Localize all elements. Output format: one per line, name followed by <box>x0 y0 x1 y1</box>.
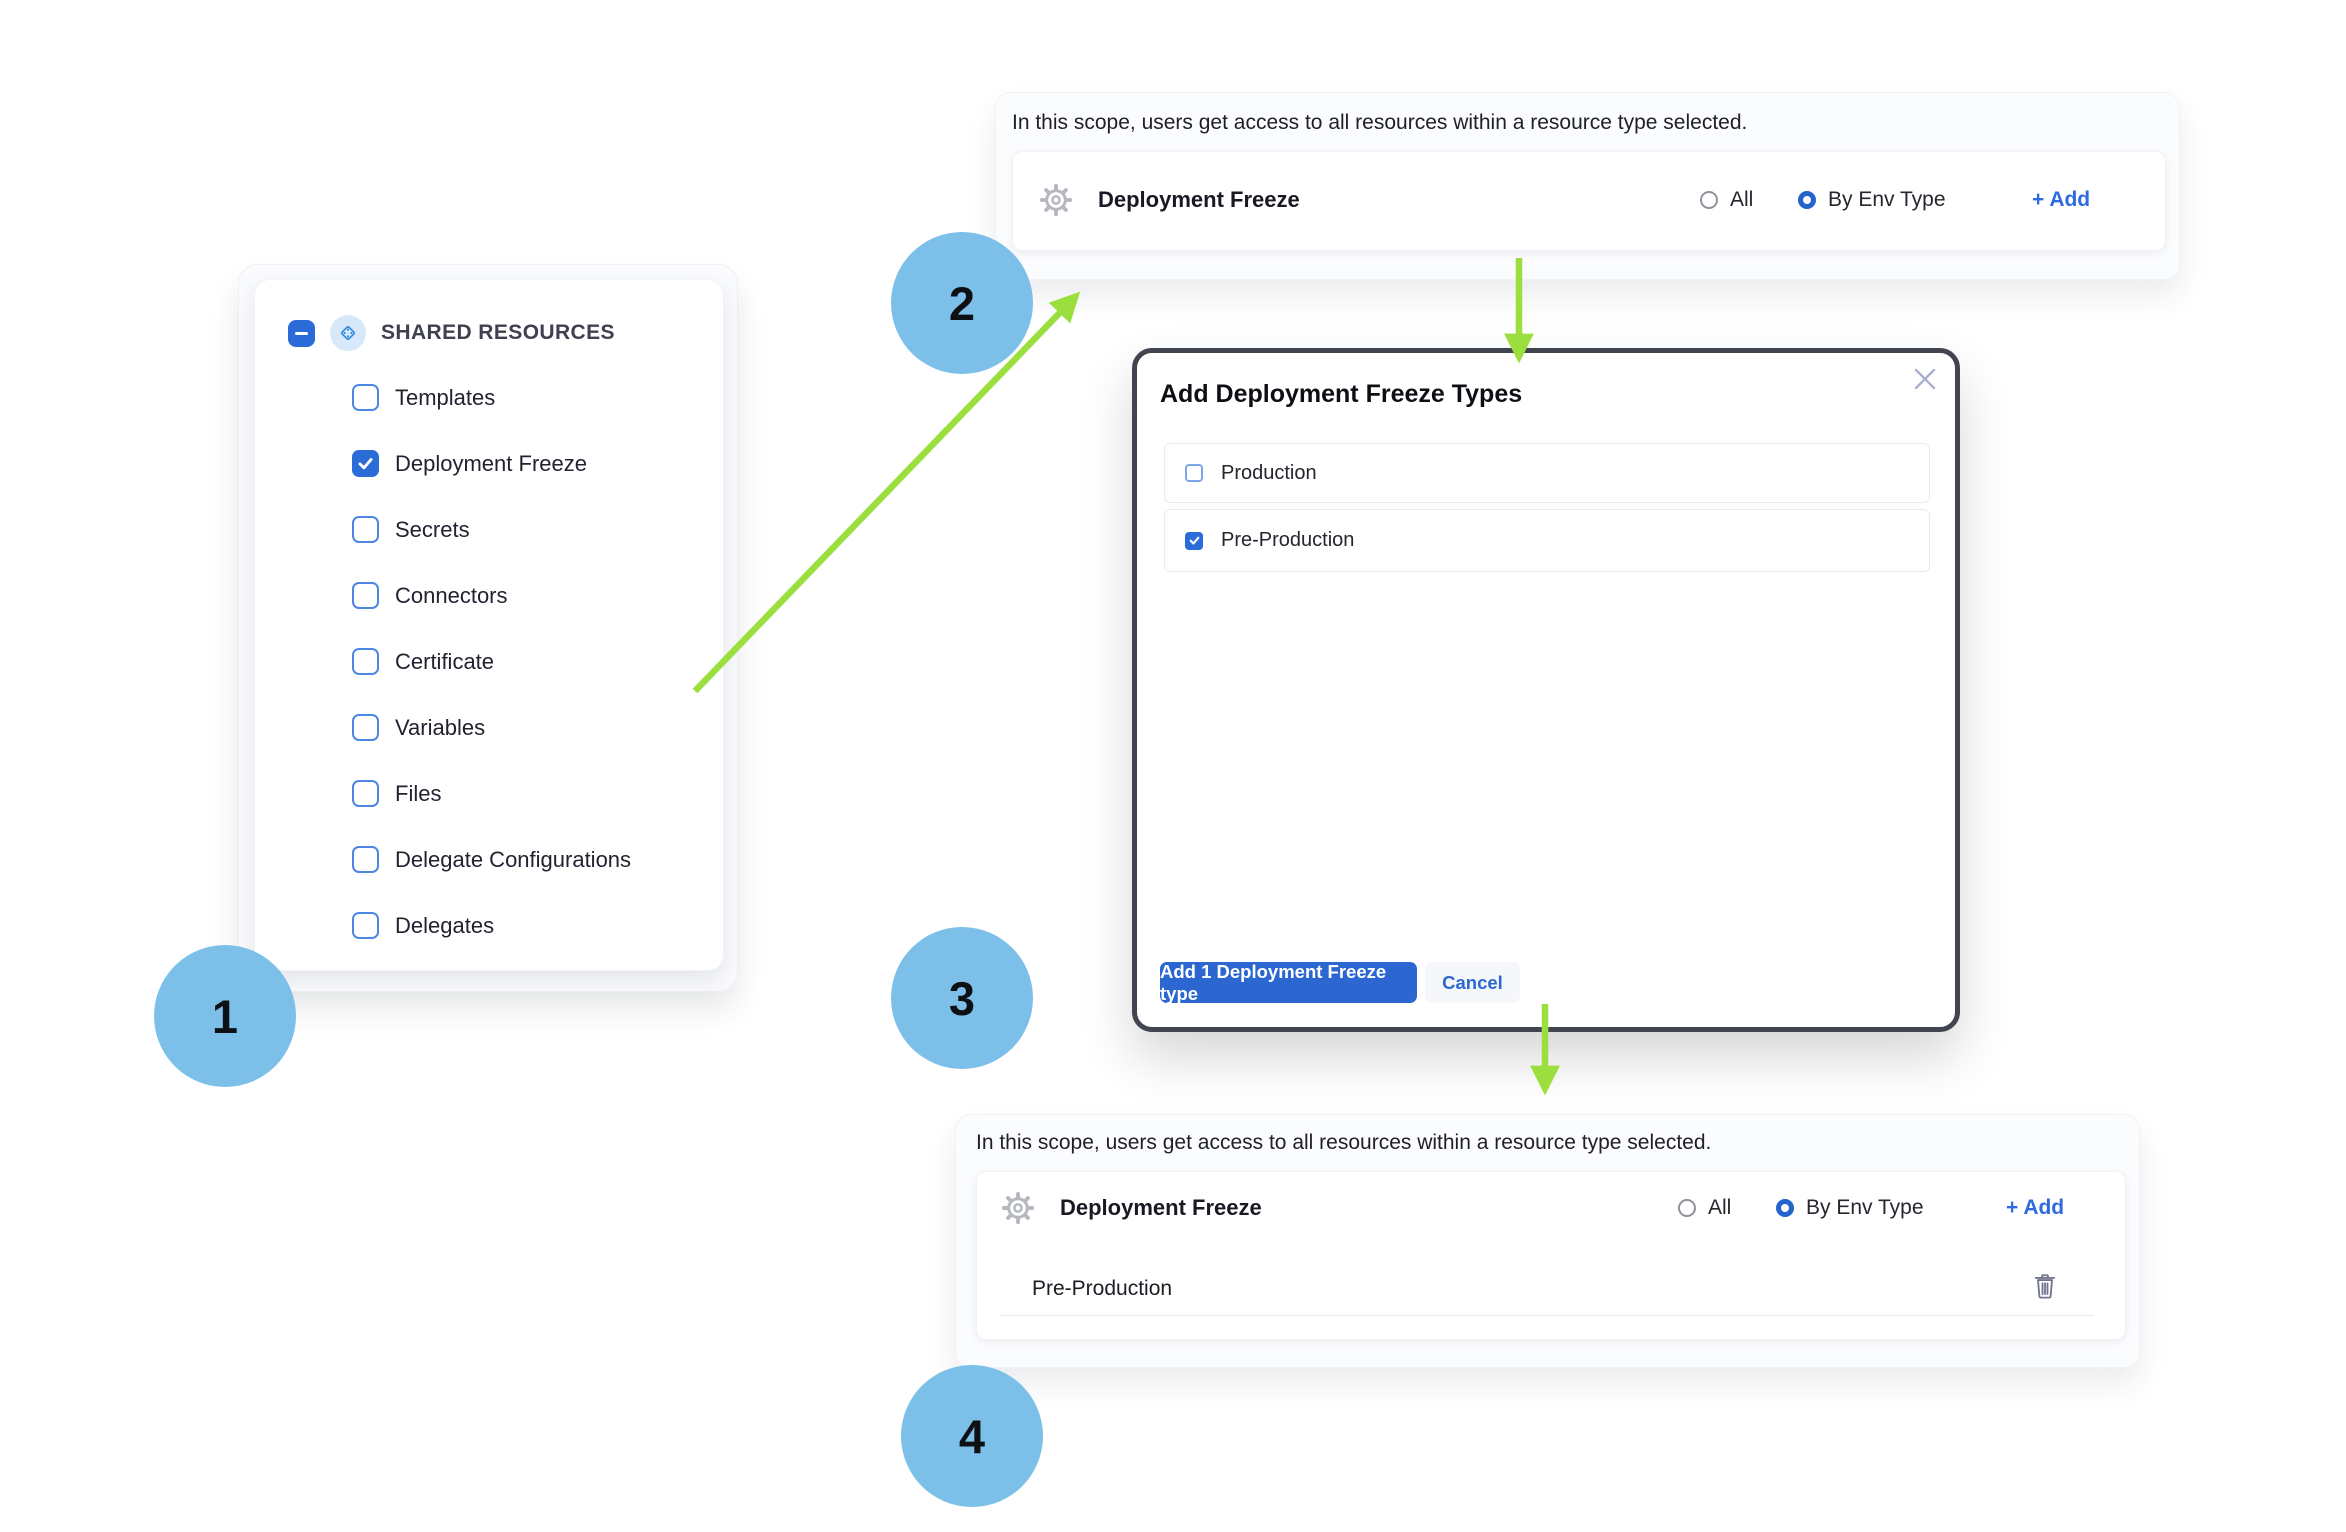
sidebar-item-secrets: Secrets <box>352 516 470 543</box>
radio-all-bottom[interactable]: All <box>1678 1171 1731 1245</box>
modal-title: Add Deployment Freeze Types <box>1160 380 1523 408</box>
templates-checkbox[interactable] <box>352 384 379 411</box>
radio-all-icon[interactable] <box>1678 1199 1696 1217</box>
radio-by-env-type-icon[interactable] <box>1776 1199 1794 1217</box>
production-checkbox[interactable] <box>1185 464 1203 482</box>
step-badge-2: 2 <box>891 232 1033 374</box>
step-badge-3: 3 <box>891 927 1033 1069</box>
sidebar-item-templates: Templates <box>352 384 495 411</box>
gear-icon <box>1001 1191 1035 1225</box>
radio-all-label: All <box>1708 1196 1732 1219</box>
resource-type-label: Deployment Freeze <box>1098 187 1300 212</box>
sidebar-item-label: Connectors <box>395 582 508 608</box>
sidebar-item-deployment-freeze: Deployment Freeze <box>352 450 587 477</box>
step-badge-1: 1 <box>154 945 296 1087</box>
step-badge-4: 4 <box>901 1365 1043 1507</box>
sidebar-item-label: Delegate Configurations <box>395 846 632 872</box>
sidebar-item-connectors: Connectors <box>352 582 508 609</box>
resource-row-bottom: Deployment Freeze <box>1000 1171 1262 1245</box>
sidebar-item-files: Files <box>352 780 441 807</box>
trash-icon[interactable] <box>2032 1272 2058 1300</box>
sidebar-item-certificate: Certificate <box>352 648 494 675</box>
variables-checkbox[interactable] <box>352 714 379 741</box>
sidebar-item-variables: Variables <box>352 714 485 741</box>
sidebar-item-label: Delegates <box>395 912 495 938</box>
type-row-pre-production[interactable]: Pre-Production <box>1164 509 1930 572</box>
sidebar-item-label: Deployment Freeze <box>395 450 587 476</box>
sidebar-item-label: Templates <box>395 384 496 410</box>
connectors-checkbox[interactable] <box>352 582 379 609</box>
certificate-checkbox[interactable] <box>352 648 379 675</box>
type-label: Production <box>1221 461 1317 484</box>
shared-resources-header: SHARED RESOURCES <box>288 315 615 351</box>
sidebar-item-label: Secrets <box>395 516 470 542</box>
delegate-configurations-checkbox[interactable] <box>352 846 379 873</box>
resource-row-card-bottom <box>976 1171 2126 1340</box>
sidebar-item-label: Files <box>395 780 442 806</box>
radio-by-env-type-top[interactable]: By Env Type <box>1798 151 1946 249</box>
sidebar-item-label: Variables <box>395 714 486 740</box>
add-freeze-types-button[interactable]: Add 1 Deployment Freeze type <box>1160 961 1417 1004</box>
radio-by-env-type-icon[interactable] <box>1798 191 1816 209</box>
scope-description-bottom: In this scope, users get access to all r… <box>976 1131 1712 1154</box>
entry-divider <box>1000 1315 2094 1316</box>
collapse-minus-icon[interactable] <box>288 319 315 347</box>
check-icon <box>358 458 373 470</box>
resource-row-top: Deployment Freeze <box>1038 151 1300 249</box>
resource-type-label: Deployment Freeze <box>1060 1195 1262 1220</box>
radio-by-env-type-bottom[interactable]: By Env Type <box>1776 1171 1924 1245</box>
scope-description-top: In this scope, users get access to all r… <box>1012 111 1748 134</box>
radio-by-env-type-label: By Env Type <box>1806 1196 1924 1219</box>
check-icon <box>1189 536 1199 545</box>
files-checkbox[interactable] <box>352 780 379 807</box>
diamond-dots-icon <box>341 326 355 340</box>
shared-resources-card <box>254 279 724 971</box>
deployment-freeze-checkbox[interactable] <box>352 450 379 477</box>
sidebar-item-delegate-configurations: Delegate Configurations <box>352 846 631 873</box>
type-row-production[interactable]: Production <box>1164 443 1930 503</box>
sidebar-item-delegates: Delegates <box>352 912 494 939</box>
sidebar-item-label: Certificate <box>395 648 495 674</box>
radio-all-top[interactable]: All <box>1700 151 1753 249</box>
close-icon[interactable] <box>1910 364 1940 394</box>
add-button-top[interactable]: + Add <box>2032 188 2091 211</box>
radio-by-env-type-label: By Env Type <box>1828 188 1946 211</box>
delegates-checkbox[interactable] <box>352 912 379 939</box>
add-button-bottom[interactable]: + Add <box>2006 1196 2065 1219</box>
secrets-checkbox[interactable] <box>352 516 379 543</box>
radio-all-label: All <box>1730 188 1754 211</box>
cancel-button[interactable]: Cancel <box>1425 962 1520 1003</box>
arrow-step1-to-step2 <box>692 291 1081 694</box>
freeze-entry-pre-production: Pre-Production <box>1032 1277 1173 1300</box>
radio-all-icon[interactable] <box>1700 191 1718 209</box>
shared-resources-title: SHARED RESOURCES <box>381 321 615 344</box>
type-label: Pre-Production <box>1221 529 1355 551</box>
pre-production-checkbox[interactable] <box>1185 531 1203 550</box>
resource-row-card-top <box>1012 151 2166 251</box>
shared-resources-icon <box>330 315 366 351</box>
gear-icon <box>1039 183 1073 217</box>
